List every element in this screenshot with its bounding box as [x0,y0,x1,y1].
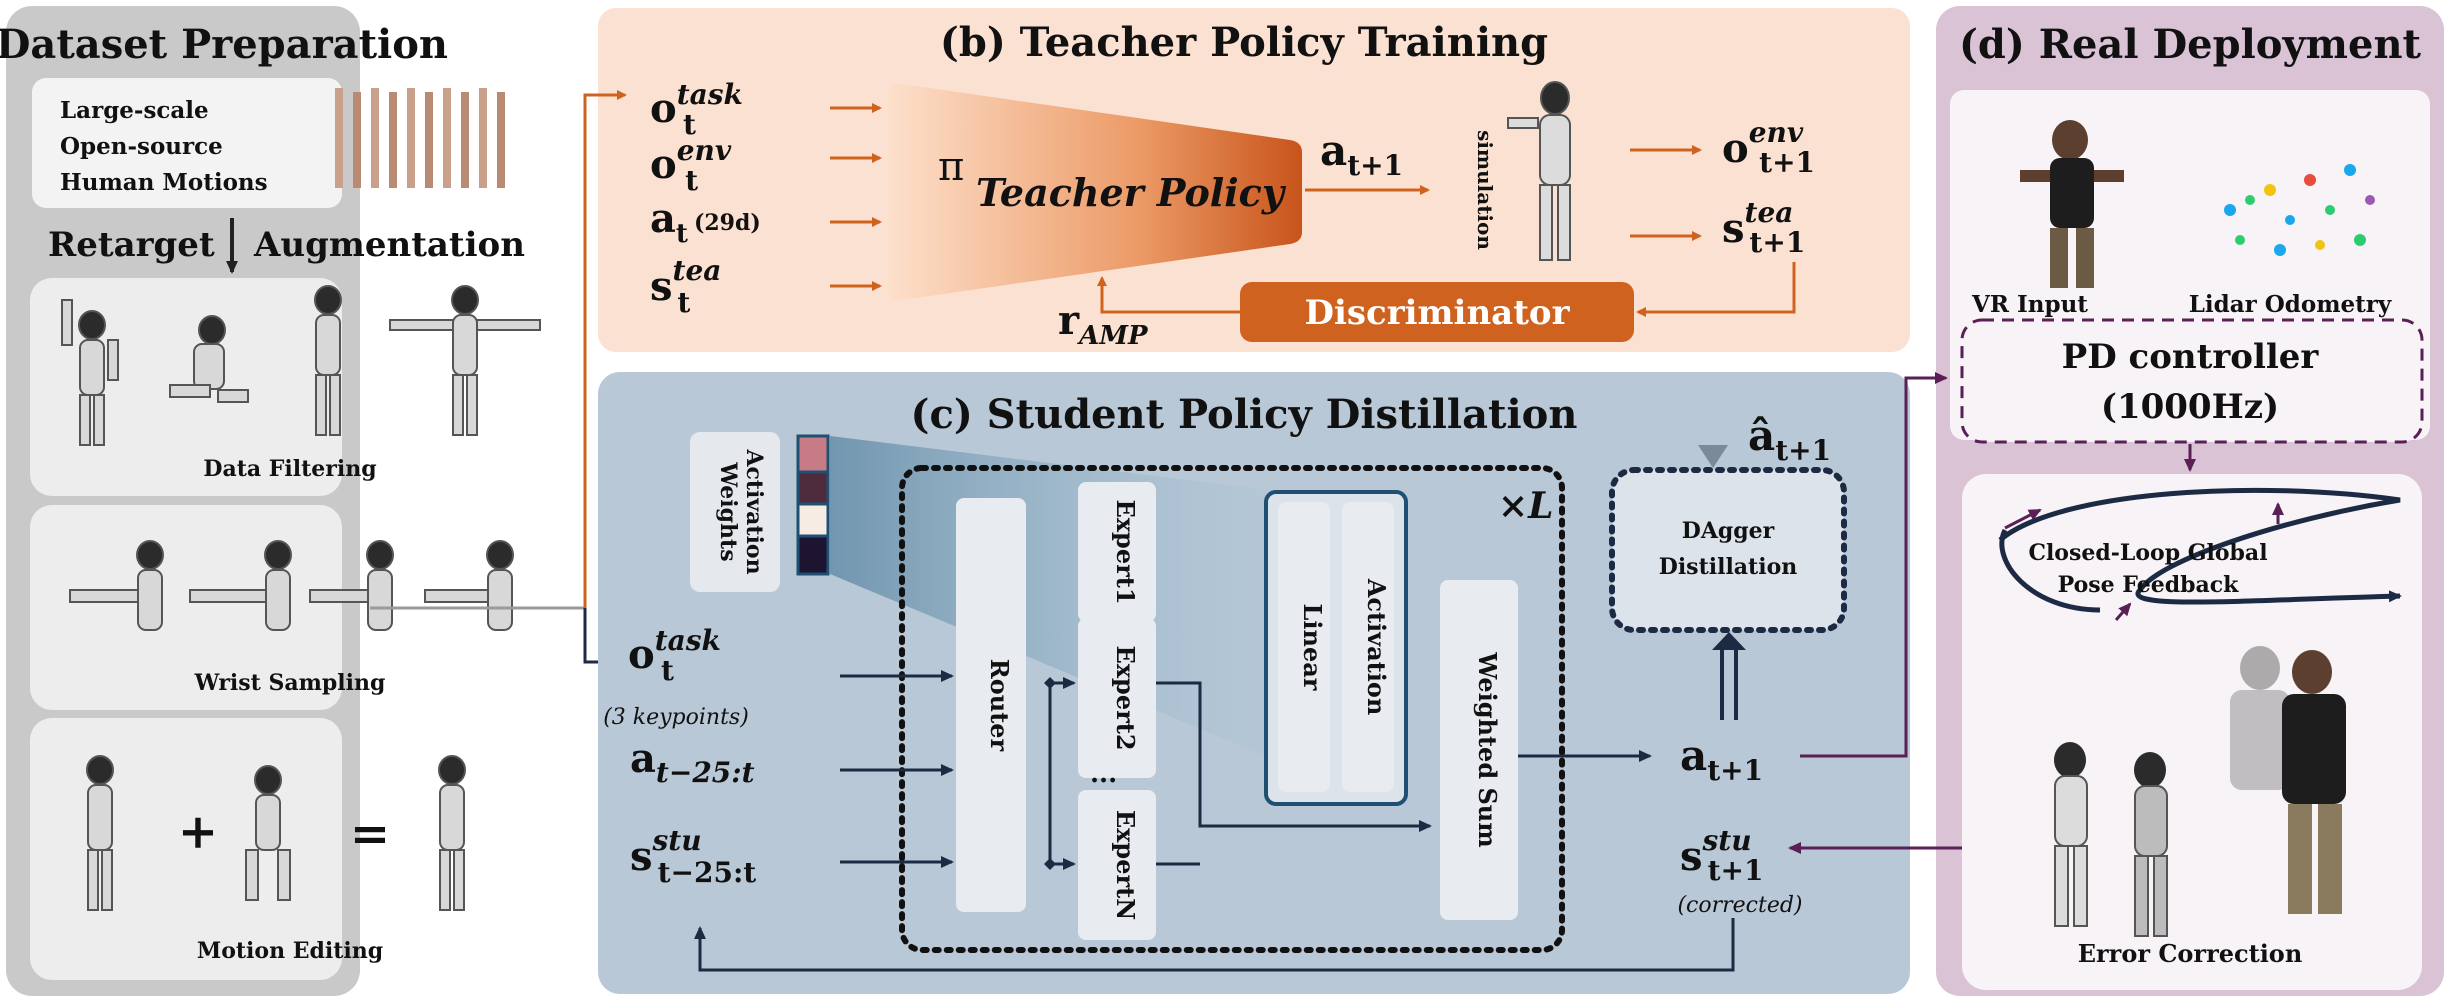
panel-d-title: (d) Real Deployment [1959,21,2422,68]
augmentation-label: Augmentation [253,225,525,265]
robot-poses-image-2 [69,540,514,631]
retarget-label: Retarget [48,225,215,265]
robot-poses-image-1 [61,285,541,446]
pd-controller-label: PD controller [2062,337,2320,377]
teacher-hat-action-label: ât+1 [1748,411,1831,467]
panel-b-title: (b) Teacher Policy Training [940,19,1548,66]
wrist-sampling-label: Wrist Sampling [194,670,386,696]
keypoints-note: (3 keypoints) [603,705,749,730]
simulation-label: simulation [1473,130,1497,250]
linear-layer-block [1278,502,1330,792]
to-teacher-arrow [583,90,627,608]
expert-n-block [1078,790,1156,940]
teacher-action-label: at+1 [1320,126,1403,182]
lidar-pointcloud-image [2224,164,2375,256]
robot-and-operator-image [2054,646,2346,937]
feedback-arrow-3 [2114,602,2132,621]
trajectory-left-loop [1999,528,2101,613]
action-29d-label: at(29d) [650,195,761,249]
feedback-arrow-1 [2004,508,2042,530]
discriminator-box [1240,282,1634,342]
moe-layer-box [899,465,1565,953]
action-to-deployment-arrow [1800,372,1948,758]
dagger-box [1609,467,1847,633]
attention-fan [830,436,1270,758]
student-action-label: at+1 [1680,731,1763,787]
expert-2-block [1078,618,1156,778]
weighted-sum-block [1440,580,1518,920]
weight-colorbar [796,434,830,576]
expert-n-label: ExpertN [1111,810,1140,920]
pd-controller-box [1960,318,2424,444]
simulation-robot-image [1507,81,1571,261]
panel-c-title: (c) Student Policy Distillation [911,391,1578,438]
weighted-sum-label: Weighted Sum [1473,651,1502,847]
activation-layer-block [1342,502,1394,792]
expert2-to-sum-arrow [1156,681,1432,832]
times-l-label: ×L [1498,485,1553,527]
teacher-policy-label: Teacher Policy [976,170,1287,215]
activation-label: Activation [1362,578,1391,716]
dagger-label-1: DAgger [1682,518,1775,544]
error-correction-label: Error Correction [2078,939,2303,968]
activation-weights-box [690,432,780,592]
student-action-history-label: at−25:t [630,735,755,789]
corrected-note: (corrected) [1677,893,1802,918]
experts-ellipsis: ... [1090,759,1117,789]
source-line-3: Human Motions [60,169,268,196]
reward-amp-label: rAMP [1058,297,1149,351]
state-to-discriminator-arrow [1636,262,1796,317]
pi-symbol: π [938,144,964,190]
dagger-label-2: Distillation [1659,554,1798,580]
action-to-dagger-arrowhead [1712,632,1746,650]
expert-2-label: Expert2 [1111,645,1140,750]
source-line-2: Open-source [60,133,223,160]
equals-symbol: = [350,806,390,862]
lidar-odometry-label: Lidar Odometry [2189,291,2392,318]
pd-rate-label: (1000Hz) [2101,387,2279,427]
robot-poses-image-3 [86,755,466,911]
wrist-sampling-box [30,505,342,710]
data-filtering-label: Data Filtering [203,456,376,482]
plus-symbol: + [178,804,218,860]
panel-a-title: (a) Dataset Preparation [0,21,448,68]
teacher-policy-block [888,83,1302,301]
activation-weights-label: ActivationWeights [715,448,767,574]
router-block [956,498,1026,912]
discriminator-label: Discriminator [1304,293,1570,333]
discriminator-reward-arrow [1097,276,1240,314]
source-line-1: Large-scale [60,97,209,124]
expert-1-block [1078,482,1156,622]
state-feedback-loop-arrow [694,918,1735,972]
motion-editing-label: Motion Editing [197,938,383,964]
vr-input-label: VR Input [1971,291,2088,318]
router-label: Router [985,659,1014,752]
source-motions-box [32,78,342,208]
feedback-label-2: Pose Feedback [2058,572,2239,598]
expert-1-label: Expert1 [1111,499,1140,604]
linear-label: Linear [1298,604,1327,691]
vr-operator-image [2020,120,2124,288]
trajectory-curve [1998,487,2402,605]
teacher-to-dagger-arrowhead [1698,445,1728,468]
feedback-label-1: Closed-Loop Global [2028,540,2267,566]
human-motion-strip-image [335,88,505,188]
